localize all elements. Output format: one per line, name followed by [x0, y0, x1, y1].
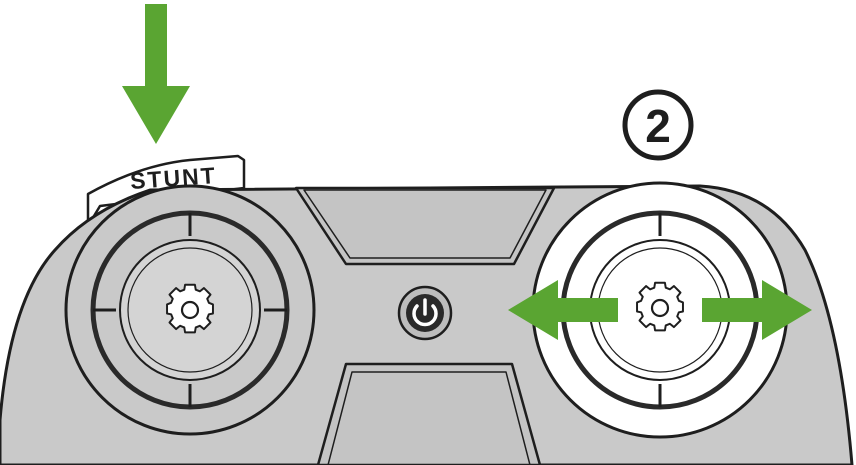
power-icon: [412, 298, 438, 327]
power-button[interactable]: [397, 285, 453, 341]
step-number-badge: 2: [622, 89, 694, 161]
left-joystick[interactable]: [64, 184, 316, 436]
bottom-center-panel-inner: [327, 371, 531, 465]
right-joystick[interactable]: [531, 181, 789, 439]
left-joystick-cap-inner: [127, 247, 253, 373]
bottom-center-panel: [316, 362, 542, 465]
arrow-left-right-icon: [508, 280, 812, 340]
step-number: 2: [645, 100, 671, 152]
gear-icon: [635, 281, 685, 332]
step-number-circle: [622, 89, 694, 161]
top-center-panel: [294, 186, 556, 266]
top-center-panel-inner: [303, 189, 547, 259]
gear-icon: [165, 283, 215, 334]
arrow-down-icon: [122, 4, 190, 144]
